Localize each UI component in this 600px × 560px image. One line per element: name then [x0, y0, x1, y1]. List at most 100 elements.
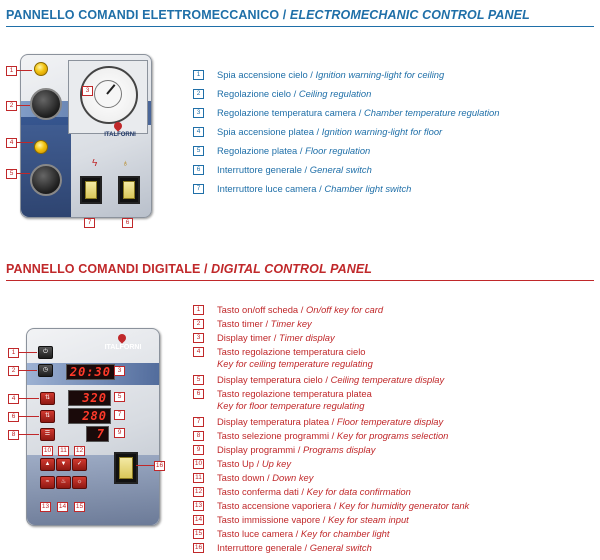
legend-text: Tasto selezione programmi / Key for prog… [217, 430, 449, 441]
general-switch-rocker [85, 181, 97, 199]
legend-number: 10 [193, 459, 204, 469]
floor-temperature-key[interactable]: ⇅ [40, 410, 55, 423]
legend-number: 2 [193, 89, 204, 99]
legend-text: Display temperatura platea / Floor tempe… [217, 416, 444, 427]
panel2-tag: 3 [114, 366, 125, 376]
section2-title-en: DIGITAL CONTROL PANEL [211, 262, 373, 276]
panel1-leader [17, 173, 30, 174]
floor-regulation-knob[interactable] [30, 164, 62, 196]
lightning-icon: ϟ [92, 158, 98, 169]
section1-title-sep: / [279, 8, 290, 22]
ceiling-regulation-knob[interactable] [30, 88, 62, 120]
section2-title-it: PANNELLO COMANDI DIGITALE [6, 262, 201, 276]
panel1-tag: 3 [82, 86, 93, 96]
panel2-tag: 2 [8, 366, 19, 376]
legend-number: 4 [193, 347, 204, 357]
legend-number: 15 [193, 529, 204, 539]
panel1-leader [17, 70, 32, 71]
panel2-leader [19, 434, 39, 435]
legend-text: Regolazione temperatura camera / Chamber… [217, 107, 500, 118]
section2-rule [6, 280, 594, 281]
section2-title-sep: / [200, 262, 212, 276]
legend-number: 2 [193, 319, 204, 329]
ceiling-temperature-display: 320 [68, 390, 111, 406]
humidity-generator-key[interactable]: ≈ [40, 476, 55, 489]
chamber-light-switch-rocker [123, 181, 135, 199]
bulb-icon: ♁ [122, 158, 129, 168]
legend-text: Tasto down / Down key [217, 472, 314, 483]
legend-number: 3 [193, 333, 204, 343]
chamber-light-switch[interactable] [118, 176, 140, 204]
legend-text: Interruttore generale / General switch [217, 164, 372, 175]
brand-label: ITALFORNI [104, 132, 136, 138]
legend-number: 1 [193, 70, 204, 80]
timer-key[interactable]: ◷ [38, 364, 53, 377]
on-off-key[interactable]: ⏻ [38, 346, 53, 359]
digital-brand-label: ITALFORNI [104, 344, 142, 351]
panel2-leader [19, 370, 37, 371]
legend-text: Tasto on/off scheda / On/off key for car… [217, 304, 384, 315]
legend-text: Display programmi / Programs display [217, 444, 376, 455]
legend-text: Tasto Up / Up key [217, 458, 292, 469]
panel2-tag: 14 [57, 502, 68, 512]
legend-number: 6 [193, 165, 204, 175]
legend-text-continued: Key for ceiling temperature regulating [217, 358, 373, 369]
floor-temperature-display: 280 [68, 408, 111, 424]
panel2-leader [136, 465, 154, 466]
legend-text: Spia accensione cielo / Ignition warning… [217, 69, 445, 80]
ceiling-temperature-key[interactable]: ⇅ [40, 392, 55, 405]
legend-text-continued: Key for floor temperature regulating [217, 400, 365, 411]
legend-text: Interruttore generale / General switch [217, 542, 372, 553]
floor-warning-light [34, 140, 48, 154]
digital-general-switch[interactable] [114, 452, 138, 484]
timer-display: 20:30 [66, 364, 115, 380]
legend-text: Regolazione platea / Floor regulation [217, 145, 371, 156]
panel1-tag: 1 [6, 66, 17, 76]
panel2-tag: 6 [8, 412, 19, 422]
panel2-tag: 10 [42, 446, 53, 456]
chamber-light-key[interactable]: ☼ [72, 476, 87, 489]
legend-text: Tasto timer / Timer key [217, 318, 312, 329]
legend-number: 4 [193, 127, 204, 137]
panel2-tag: 8 [8, 430, 19, 440]
legend-text: Tasto regolazione temperatura platea [217, 388, 372, 399]
legend-text: Tasto accensione vaporiera / Key for hum… [217, 500, 470, 511]
legend-number: 6 [193, 389, 204, 399]
digital-brand-logo: ITALFORNI [96, 332, 150, 356]
steam-input-key[interactable]: ♨ [56, 476, 71, 489]
panel2-tag: 12 [74, 446, 85, 456]
legend-text: Tasto luce camera / Key for chamber ligh… [217, 528, 390, 539]
panel1-tag: 4 [6, 138, 17, 148]
general-switch[interactable] [80, 176, 102, 204]
programs-selection-key[interactable]: ☰ [40, 428, 55, 441]
legend-number: 1 [193, 305, 204, 315]
panel2-tag: 15 [74, 502, 85, 512]
digital-general-switch-rocker [119, 457, 133, 479]
legend-number: 8 [193, 431, 204, 441]
panel1-tag: 6 [122, 218, 133, 228]
legend-text: Display temperatura cielo / Ceiling temp… [217, 374, 445, 385]
panel2-leader [19, 398, 39, 399]
legend-number: 11 [193, 473, 204, 483]
legend-number: 16 [193, 543, 204, 553]
panel2-tag: 4 [8, 394, 19, 404]
panel1-tag: 2 [6, 101, 17, 111]
confirm-key[interactable]: ✓ [72, 458, 87, 471]
panel1-leader [17, 105, 30, 106]
panel2-tag: 1 [8, 348, 19, 358]
legend-number: 3 [193, 108, 204, 118]
ceiling-warning-light [34, 62, 48, 76]
legend-number: 5 [193, 146, 204, 156]
panel1-tag: 7 [84, 218, 95, 228]
section1-title-en: ELECTROMECHANIC CONTROL PANEL [289, 8, 530, 22]
legend-text: Tasto regolazione temperatura cielo [217, 346, 366, 357]
legend-number: 7 [193, 184, 204, 194]
legend-number: 9 [193, 445, 204, 455]
legend-number: 7 [193, 417, 204, 427]
legend-text: Spia accensione platea / Ignition warnin… [217, 126, 443, 137]
section1-title: PANNELLO COMANDI ELETTROMECCANICO / ELEC… [6, 8, 530, 22]
up-key[interactable]: ▲ [40, 458, 55, 471]
panel2-tag: 5 [114, 392, 125, 402]
down-key[interactable]: ▼ [56, 458, 71, 471]
legend-text: Tasto conferma dati / Key for data confi… [217, 486, 411, 497]
